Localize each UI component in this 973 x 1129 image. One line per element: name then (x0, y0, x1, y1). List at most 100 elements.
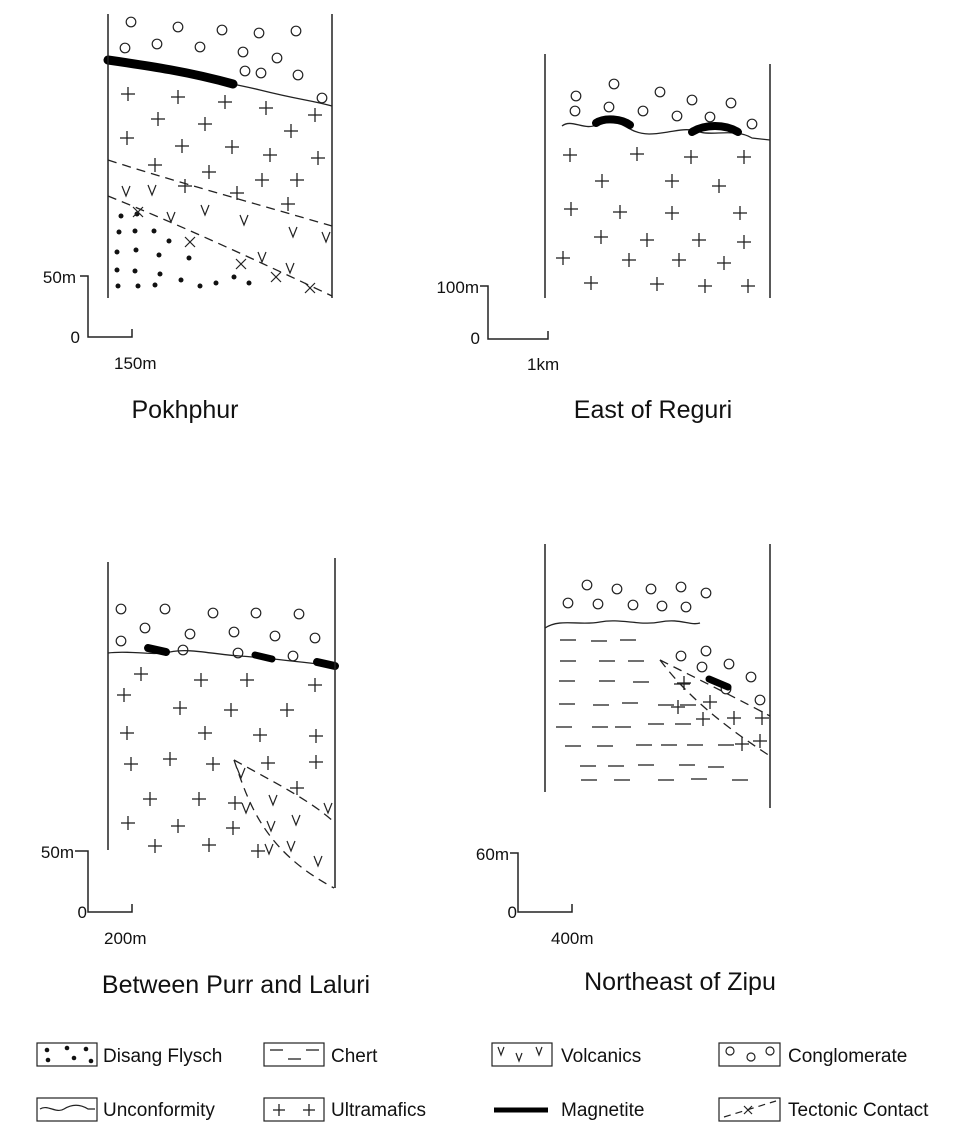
legend-item-disang-flysch: Disang Flysch (36, 1042, 222, 1067)
conglomerate-circles-symbol (725, 1046, 775, 1062)
scale-bar-northeast-of-zipu: 60m 0 400m (476, 845, 594, 948)
conglomerate-clast (177, 644, 189, 656)
tectonic-contact-marks (132, 206, 316, 294)
ultramafic-cross (251, 844, 265, 858)
ultramafic-cross (564, 202, 578, 216)
flysch-dot (133, 247, 139, 253)
conglomerate-clast (292, 69, 304, 81)
conglomerate-clast (725, 97, 737, 109)
ultramafic-cross (281, 197, 295, 211)
ultramafics-layer (556, 147, 755, 293)
flysch-dot (114, 249, 120, 255)
conglomerate-clast (723, 658, 735, 670)
ultramafic-cross (698, 279, 712, 293)
magnetite-lens (688, 122, 742, 136)
conglomerate-clast (700, 645, 712, 657)
ultramafic-cross (202, 838, 216, 852)
unconformity-symbol (39, 1104, 95, 1112)
ultramafic-cross (650, 277, 664, 291)
ultramafic-cross (290, 173, 304, 187)
ultramafic-cross (717, 256, 731, 270)
tectonic-contact-outer (233, 759, 335, 889)
chert-dash-symbol (270, 1049, 319, 1060)
ultramafic-cross (755, 711, 769, 725)
conglomerate-clast (119, 42, 131, 54)
legend-label: Unconformity (103, 1100, 215, 1121)
conglomerate-clast (228, 626, 240, 638)
scale-bar-between-purr-and-laluri: 50m 0 200m (41, 843, 147, 948)
flysch-dot (152, 282, 158, 288)
legend-item-ultramafics: Ultramafics (263, 1097, 426, 1122)
ultramafic-cross (741, 279, 755, 293)
volcanics-layer (121, 184, 331, 275)
legend-label: Chert (331, 1046, 378, 1067)
ultramafic-cross (613, 205, 627, 219)
conglomerate-layer (119, 16, 328, 104)
magnetite-band (103, 55, 238, 89)
tectonic-contact-symbol (723, 1100, 777, 1118)
ultramafic-cross (665, 206, 679, 220)
conglomerate-clast (159, 603, 171, 615)
ultramafic-cross (727, 711, 741, 725)
ultramafic-cross (148, 158, 162, 172)
conglomerate-clast (250, 607, 262, 619)
ultramafic-cross (198, 726, 212, 740)
legend-label: Volcanics (561, 1046, 641, 1067)
vertical-scale-label: 50m (43, 268, 76, 287)
tectonic-x (132, 206, 144, 218)
section-title-between-purr-and-laluri: Between Purr and Laluri (102, 971, 370, 999)
conglomerate-clast (671, 110, 683, 122)
ultramafic-cross (171, 90, 185, 104)
conglomerate-clast (700, 587, 712, 599)
ultramafic-cross (309, 729, 323, 743)
conglomerate-clast (253, 27, 265, 39)
scale-zero-label: 0 (471, 329, 480, 348)
disang-flysch-layer (114, 211, 252, 289)
volcanic-v (286, 840, 296, 853)
ultramafic-cross (622, 253, 636, 267)
legend-item-volcanics: Volcanics (491, 1042, 641, 1067)
magnetite-lens (144, 644, 170, 656)
vertical-scale-label: 60m (476, 845, 509, 864)
magnetite-lens (705, 675, 732, 691)
ultramafic-cross (175, 139, 189, 153)
section-title-pokhphur: Pokhphur (131, 396, 238, 424)
ultramafic-cross (640, 233, 654, 247)
tectonic-contact-inner (233, 759, 335, 823)
magnetite-lens (313, 658, 339, 670)
ultramafic-cross (202, 165, 216, 179)
conglomerate-clast (290, 25, 302, 37)
ultramafic-cross (178, 179, 192, 193)
conglomerate-clast (754, 694, 766, 706)
legend-label: Magnetite (561, 1100, 644, 1121)
legend-swatch (36, 1097, 98, 1122)
volcanic-v (285, 262, 295, 275)
ultramafic-cross (261, 756, 275, 770)
conglomerate-clast (603, 101, 615, 113)
flysch-dot (246, 280, 252, 286)
flysch-dot (115, 283, 121, 289)
ultramafic-cross (703, 695, 717, 709)
volcanic-v (147, 184, 157, 197)
ultramafic-cross (308, 678, 322, 692)
ultramafic-cross (737, 235, 751, 249)
magnetite-lens (592, 115, 634, 129)
flysch-dot (156, 252, 162, 258)
ultramafic-cross (151, 112, 165, 126)
conglomerate-clast (654, 86, 666, 98)
flysch-dot (186, 255, 192, 261)
flysch-dot (118, 213, 124, 219)
ultramafic-cross (206, 757, 220, 771)
section-east-of-reguri (544, 54, 771, 298)
ultramafic-cross (218, 95, 232, 109)
tectonic-x (270, 271, 282, 283)
tectonic-contact-lower (107, 195, 333, 297)
ultramafic-cross (263, 148, 277, 162)
tectonic-contact-upper (659, 659, 771, 717)
ultramafic-cross (224, 703, 238, 717)
conglomerate-clast (627, 599, 639, 611)
volcanic-v (239, 214, 249, 227)
conglomerate-clast (686, 94, 698, 106)
horizontal-scale-label: 150m (114, 354, 157, 373)
